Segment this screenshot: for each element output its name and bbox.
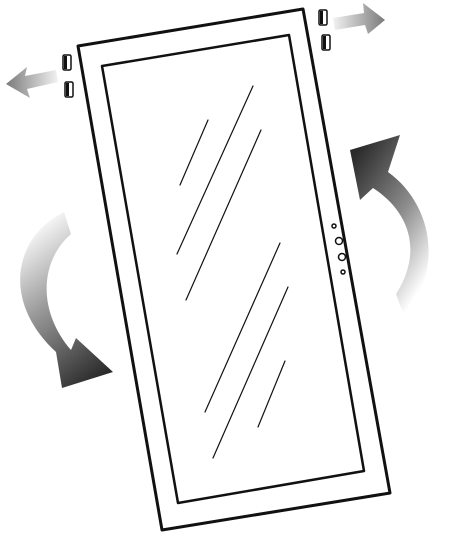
side-hole (331, 223, 337, 229)
glass-reflection-lines (176, 85, 289, 459)
side-hole (337, 252, 347, 262)
glass-panel-frame (100, 33, 366, 505)
side-holes (331, 223, 347, 275)
pull-left-arrow-icon (6, 67, 58, 98)
rotate-left-arrow-icon (20, 212, 113, 388)
side-hole (340, 269, 346, 275)
right-hinge-clips (318, 9, 331, 51)
pull-right-arrow-icon (333, 3, 385, 34)
left-hinge-clips (62, 54, 74, 98)
rotate-right-arrow-icon (350, 135, 429, 316)
side-hole (334, 236, 344, 246)
